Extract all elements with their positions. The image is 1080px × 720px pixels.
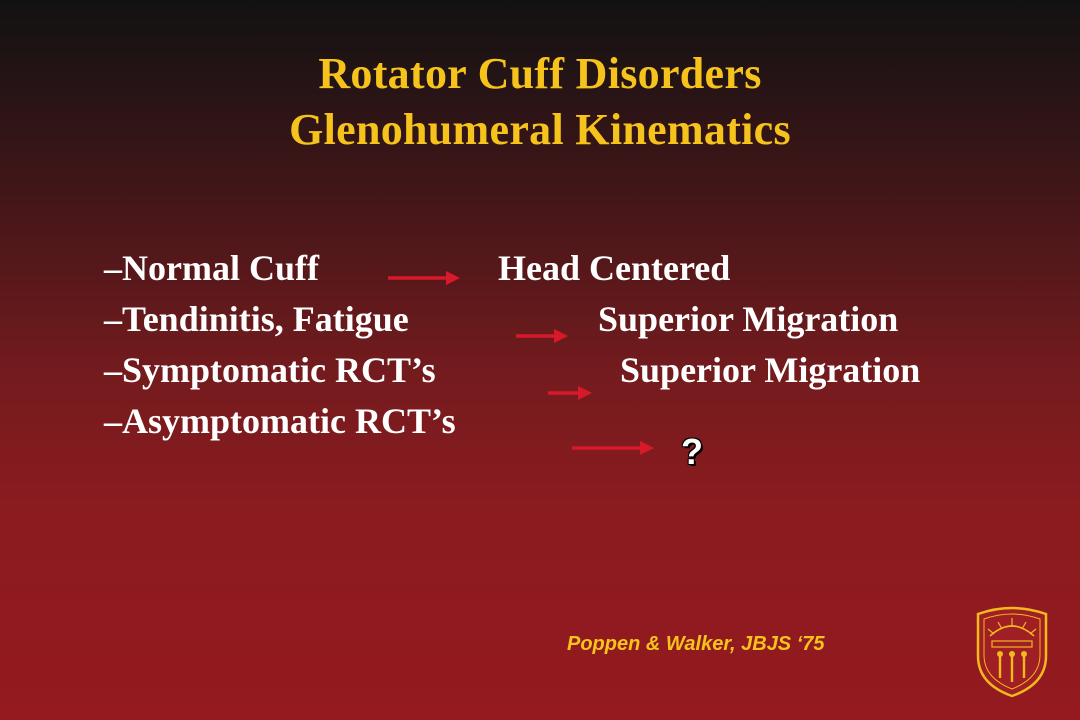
bullet-asymptomatic-rct: –Asymptomatic RCT’s xyxy=(104,401,456,441)
bullet-normal-cuff: –Normal Cuff xyxy=(104,248,319,288)
arrow-right-icon xyxy=(388,271,460,285)
title-line-2: Glenohumeral Kinematics xyxy=(289,105,791,154)
citation: Poppen & Walker, JBJS ‘75 xyxy=(567,633,825,655)
result-head-centered: Head Centered xyxy=(498,248,731,288)
result-question-mark: ? xyxy=(681,431,703,472)
bullet-tendinitis-fatigue: –Tendinitis, Fatigue xyxy=(104,299,409,339)
arrow-right-icon xyxy=(572,441,654,455)
arrow-right-icon xyxy=(548,386,592,400)
bullet-symptomatic-rct: –Symptomatic RCT’s xyxy=(104,350,436,390)
title-line-1: Rotator Cuff Disorders xyxy=(318,49,762,98)
usc-seal-icon xyxy=(976,606,1048,698)
slide-title: Rotator Cuff Disorders Glenohumeral Kine… xyxy=(0,46,1080,158)
result-superior-migration-1: Superior Migration xyxy=(598,299,899,339)
result-superior-migration-2: Superior Migration xyxy=(620,350,921,390)
arrow-right-icon xyxy=(516,329,568,343)
